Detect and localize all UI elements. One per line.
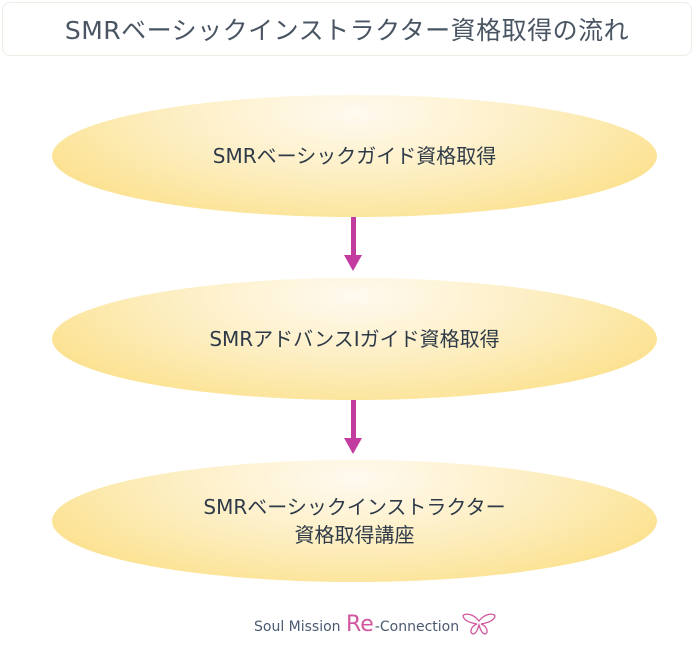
step-1: SMRベーシックガイド資格取得 xyxy=(52,95,657,217)
step-2-label: SMRアドバンスⅠガイド資格取得 xyxy=(209,327,500,351)
brand-logo: Soul Mission Re -Connection xyxy=(254,612,497,637)
logo-text-1: Soul Mission xyxy=(254,619,345,635)
step-3: SMRベーシックインストラクター 資格取得講座 xyxy=(52,460,657,582)
logo-text-3: -Connection xyxy=(374,619,460,635)
logo-text-2: Re xyxy=(346,612,374,637)
step-2: SMRアドバンスⅠガイド資格取得 xyxy=(52,278,657,400)
step-3-label-line2: 資格取得講座 xyxy=(294,523,415,547)
page-title: SMRベーシックインストラクター資格取得の流れ xyxy=(2,2,692,56)
butterfly-icon xyxy=(462,613,496,635)
step-3-label-line1: SMRベーシックインストラクター xyxy=(203,495,506,519)
step-1-label: SMRベーシックガイド資格取得 xyxy=(212,144,497,168)
